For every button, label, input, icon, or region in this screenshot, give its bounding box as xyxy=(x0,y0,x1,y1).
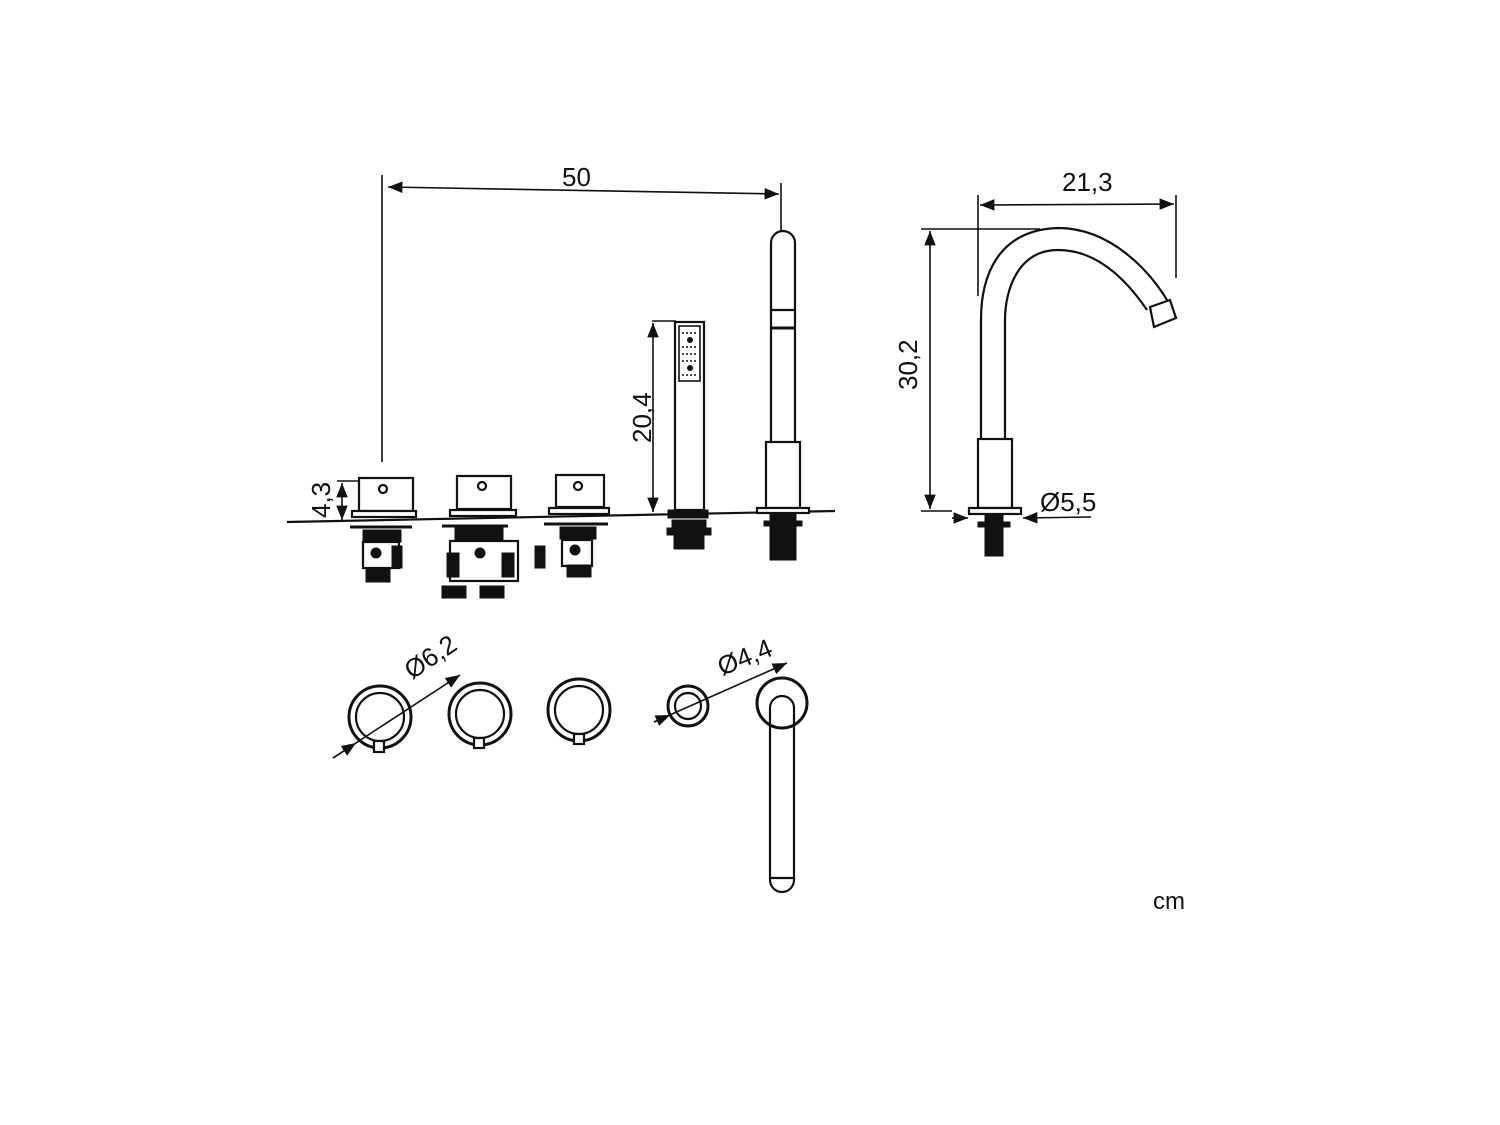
svg-text:50: 50 xyxy=(562,162,591,192)
dim-valve-height: 4,3 xyxy=(306,480,358,520)
hand-shower-plan xyxy=(666,684,710,728)
dim-total-width: 50 xyxy=(381,162,782,462)
spout xyxy=(967,226,1178,557)
mixer-valve-3 xyxy=(534,473,611,578)
dim-valve-diameter: Ø6,2 xyxy=(332,629,463,759)
svg-text:Ø6,2: Ø6,2 xyxy=(399,629,463,685)
dim-spout-reach: 21,3 xyxy=(977,167,1177,296)
dim-hand-shower-diameter: Ø4,4 xyxy=(653,633,788,727)
spout-plan xyxy=(755,676,809,894)
hand-shower xyxy=(666,320,712,550)
unit-label: cm xyxy=(1153,888,1185,915)
shower-riser xyxy=(755,229,811,561)
valve-plan-3 xyxy=(546,677,612,746)
mixer-valve-2 xyxy=(441,474,520,599)
deck-line xyxy=(286,509,836,524)
valve-plan-2 xyxy=(447,681,513,750)
svg-text:Ø4,4: Ø4,4 xyxy=(713,633,777,682)
svg-text:30,2: 30,2 xyxy=(893,339,923,390)
dim-spout-base-diameter: Ø5,5 xyxy=(952,487,1096,524)
svg-text:20,4: 20,4 xyxy=(627,392,657,443)
mixer-valve-1 xyxy=(350,476,418,583)
dim-spout-height: 30,2 xyxy=(893,228,1040,512)
dim-hand-shower-height: 20,4 xyxy=(627,320,676,512)
svg-text:4,3: 4,3 xyxy=(306,482,336,518)
svg-text:21,3: 21,3 xyxy=(1062,167,1113,197)
valve-plan-1 xyxy=(347,684,413,754)
svg-text:Ø5,5: Ø5,5 xyxy=(1040,487,1096,517)
